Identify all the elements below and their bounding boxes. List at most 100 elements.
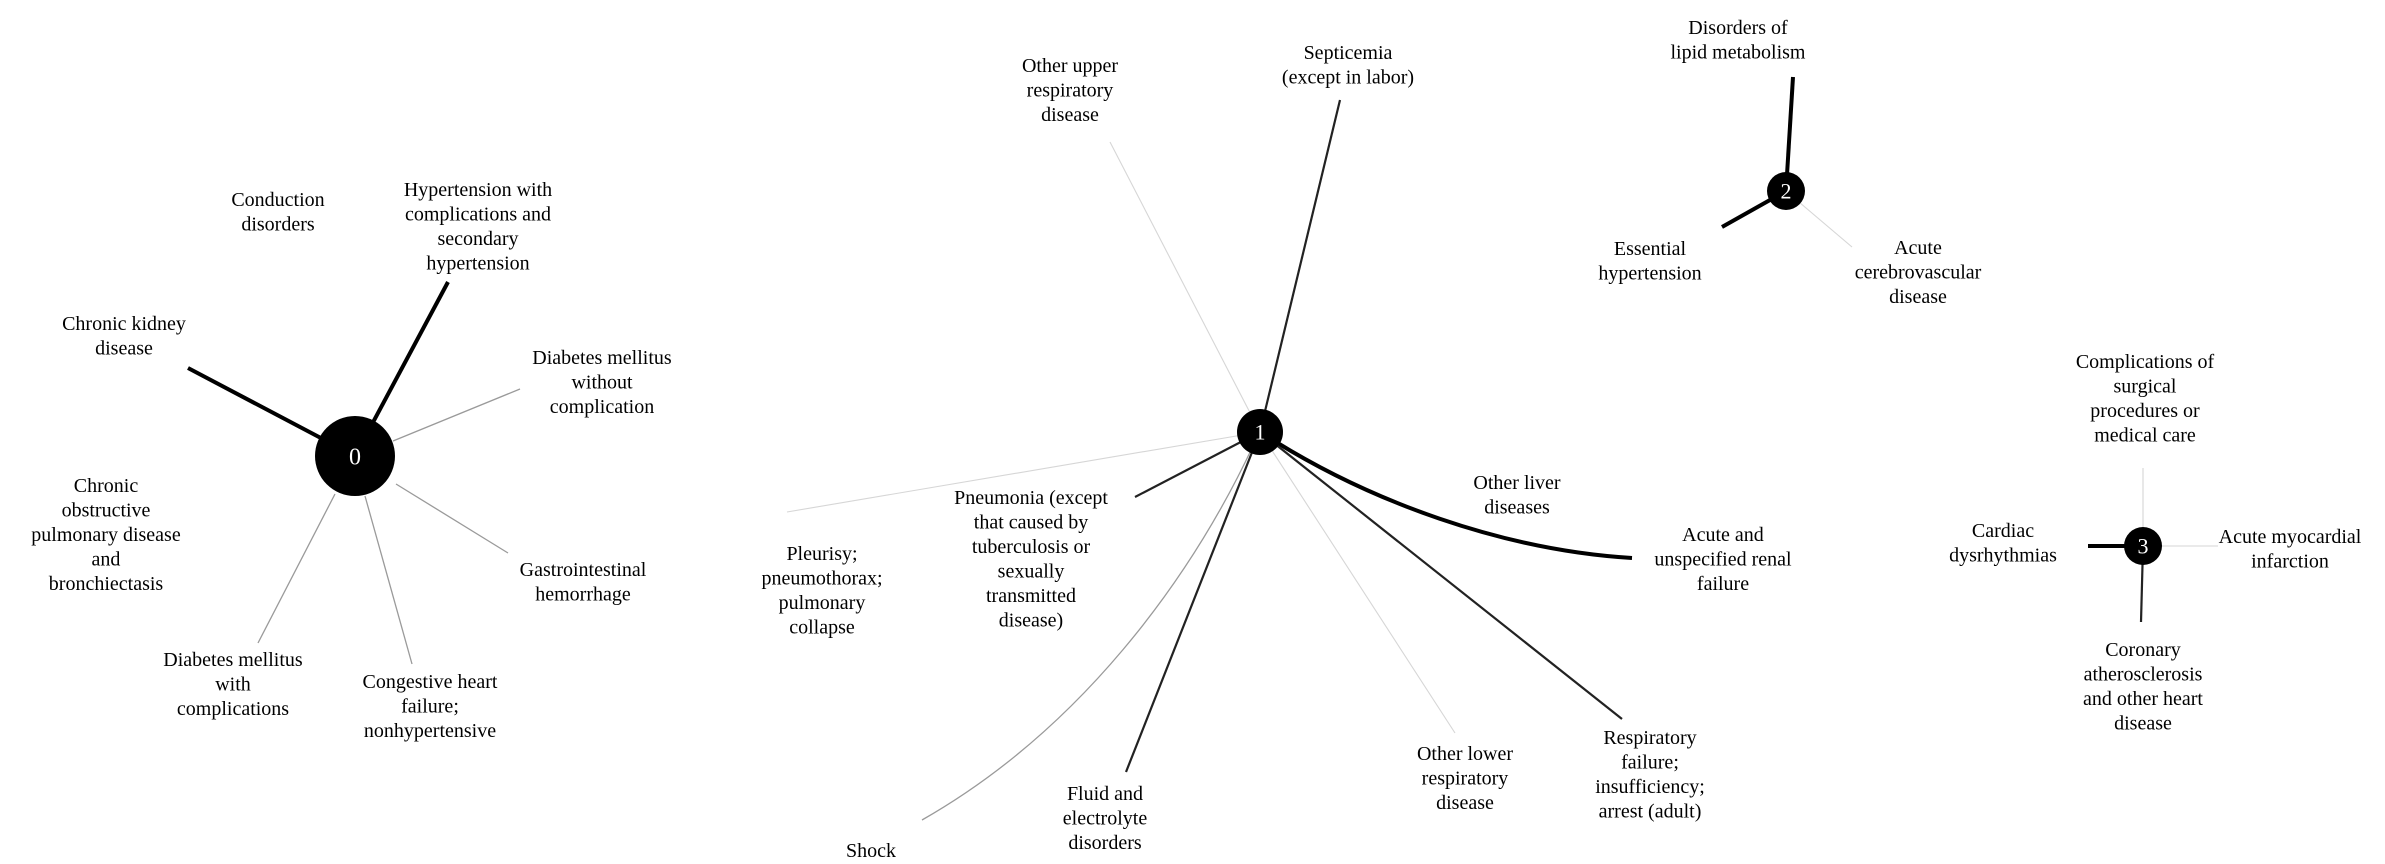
node-label-line: Acute myocardial (2219, 526, 2362, 548)
node-label-line: arrest (adult) (1599, 801, 1702, 823)
node-label-line: that caused by (974, 512, 1088, 534)
node-label-line: Essential (1614, 238, 1687, 260)
node-label-line: Conduction (231, 189, 324, 211)
node-label-line: Disorders of (1688, 17, 1788, 39)
node-label-line: diseases (1484, 497, 1550, 519)
node-label-line: unspecified renal (1654, 549, 1792, 571)
node-label-1-9: Shock (846, 840, 896, 862)
edge-1-2 (1134, 431, 1261, 498)
node-label-line: disorders (241, 214, 315, 236)
node-label-line: disease (1436, 792, 1494, 814)
node-label-line: obstructive (62, 500, 151, 522)
node-label-line: Hypertension with (404, 179, 552, 201)
node-label-line: without (571, 372, 633, 394)
hub-node-2[interactable] (1767, 172, 1805, 210)
hub-node-1[interactable] (1237, 409, 1283, 455)
edge-2-0 (1784, 76, 1795, 192)
node-label-line: Cardiac (1972, 520, 2034, 542)
node-label-0-5: Gastrointestinal hemorrhage (520, 559, 647, 606)
node-label-line: sexually (998, 561, 1065, 583)
node-label-line: dysrhythmias (1949, 545, 2057, 567)
node-label-line: atherosclerosis (2084, 664, 2203, 686)
edge-0-6 (257, 493, 336, 644)
node-label-line: respiratory (1422, 768, 1509, 790)
node-label-line: respiratory (1027, 80, 1114, 102)
node-label-2-1: Essential hypertension (1598, 238, 1701, 285)
node-label-line: Acute (1894, 237, 1942, 259)
node-label-line: Diabetes mellitus (532, 347, 672, 369)
node-label-line: disease (95, 338, 153, 360)
node-label-line: medical care (2094, 425, 2196, 447)
node-label-line: pneumothorax; (761, 568, 882, 590)
node-label-line: disorders (1068, 832, 1142, 854)
node-label-line: Shock (846, 840, 896, 862)
node-label-1-4: Other liver diseases (1473, 472, 1561, 519)
node-label-line: hypertension (1598, 263, 1701, 285)
edge-1-1 (1258, 99, 1342, 433)
hub-label-1: 1 (1255, 420, 1266, 445)
node-label-line: failure; (1621, 752, 1679, 774)
edge-1-3 (786, 431, 1261, 513)
hub-node-0[interactable] (315, 416, 395, 496)
node-label-line: disease (1041, 104, 1099, 126)
hub-node-3[interactable] (2124, 527, 2162, 565)
node-label-line: Respiratory (1603, 727, 1696, 749)
node-label-3-1: Cardiac dysrhythmias (1949, 520, 2057, 567)
edge-1-8 (1124, 431, 1262, 773)
node-label-line: Coronary (2105, 639, 2181, 661)
node-label-0-0: Conduction disorders (231, 189, 324, 236)
node-label-line: hemorrhage (535, 584, 631, 606)
node-label-line: bronchiectasis (49, 573, 164, 595)
node-label-line: lipid metabolism (1671, 42, 1806, 64)
node-label-3-2: Acute myocardial infarction (2219, 526, 2362, 573)
node-label-line: complication (550, 396, 654, 418)
node-label-line: insufficiency; (1595, 776, 1705, 798)
edge-0-3 (392, 388, 521, 442)
node-label-line: disease (2114, 713, 2172, 735)
node-label-line: Other lower (1417, 743, 1513, 765)
node-label-1-6: Respiratory failure;insufficiency; arrest … (1595, 727, 1705, 823)
node-label-line: Gastrointestinal (520, 559, 647, 581)
node-label-line: failure; (401, 696, 459, 718)
edge-0-5 (395, 483, 509, 554)
node-label-line: collapse (789, 617, 855, 639)
node-label-2-0: Disorders of lipid metabolism (1671, 17, 1806, 64)
edge-1-6 (1259, 431, 1623, 720)
edge-1-0 (1109, 141, 1261, 433)
node-label-line: hypertension (426, 253, 529, 275)
node-label-line: complications (177, 698, 289, 720)
edge-1-5 (1274, 440, 1633, 560)
node-label-line: infarction (2251, 551, 2329, 573)
node-label-line: procedures or (2090, 400, 2200, 422)
node-label-line: Chronic (74, 475, 139, 497)
node-label-line: failure (1697, 573, 1749, 595)
node-label-line: secondary (437, 228, 518, 250)
edge-1-9 (921, 445, 1254, 821)
node-label-line: pulmonary disease (31, 524, 181, 546)
node-label-line: surgical (2114, 376, 2177, 398)
hub-label-3: 3 (2138, 534, 2149, 559)
node-label-line: complications and (405, 204, 551, 226)
node-label-line: nonhypertensive (364, 720, 496, 742)
edge-0-7 (364, 495, 413, 665)
node-label-line: Other liver (1473, 472, 1561, 494)
node-label-line: disease) (999, 610, 1063, 632)
node-label-line: Congestive heart (363, 671, 498, 693)
